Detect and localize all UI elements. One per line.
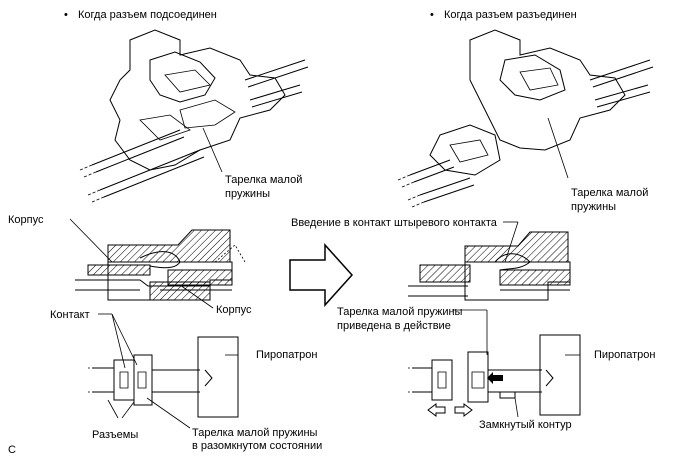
housing-leader-left — [69, 218, 113, 263]
housing-label-left: Корпус — [8, 214, 44, 226]
double-arrow-left-icon — [427, 403, 446, 417]
heading-bullet-right: • — [430, 9, 434, 21]
cross-section-left — [75, 229, 246, 301]
connectors-leader-2 — [121, 401, 135, 419]
spring-label-left-1: Тарелка малой — [225, 174, 302, 186]
open-spring-label-1: Тарелка малой пружины — [192, 427, 318, 439]
closing-arrow-icon — [487, 372, 503, 384]
connectors-label: Разъемы — [92, 429, 138, 441]
spring-label-right-1: Тарелка малой — [571, 187, 648, 199]
open-spring-label-2: в разомкнутом состоянии — [192, 440, 322, 452]
spring-leader-left — [202, 127, 223, 173]
housing-leader-right — [179, 284, 214, 309]
closed-circuit-leader — [514, 397, 519, 418]
heading-bullet-left: • — [64, 9, 68, 21]
activated-label-2: приведена в действие — [337, 320, 451, 332]
connector-iso-left — [79, 29, 309, 203]
connector-iso-right — [397, 29, 654, 208]
contact-label: Контакт — [50, 309, 90, 321]
open-spring-leader — [146, 397, 191, 429]
heading-connected: Когда разъем подсоединен — [78, 9, 217, 21]
spring-label-right-2: пружины — [571, 201, 616, 213]
figure-code: C — [8, 444, 16, 456]
cross-section-right — [408, 231, 571, 301]
contact-leader-1 — [111, 313, 126, 369]
spring-leader-right — [547, 117, 569, 179]
schematic-right — [408, 334, 581, 416]
squib-label-left: Пиропатрон — [256, 349, 317, 361]
transition-arrow-icon — [289, 243, 354, 307]
housing-label-right: Корпус — [216, 304, 252, 316]
connectors-leader-1 — [107, 399, 119, 419]
squib-label-right: Пиропатрон — [594, 349, 655, 361]
activated-label-1: Тарелка малой пружины — [337, 306, 463, 318]
heading-disconnected: Когда разъем разъединен — [444, 9, 577, 21]
double-arrow-right-icon — [454, 403, 473, 417]
closed-circuit-label: Замкнутый контур — [479, 419, 572, 431]
contact-leader-2 — [111, 313, 138, 366]
spring-label-left-2: пружины — [225, 188, 270, 200]
schematic-left — [88, 336, 239, 418]
pin-insert-label: Введение в контакт штыревого контакта — [291, 217, 498, 229]
